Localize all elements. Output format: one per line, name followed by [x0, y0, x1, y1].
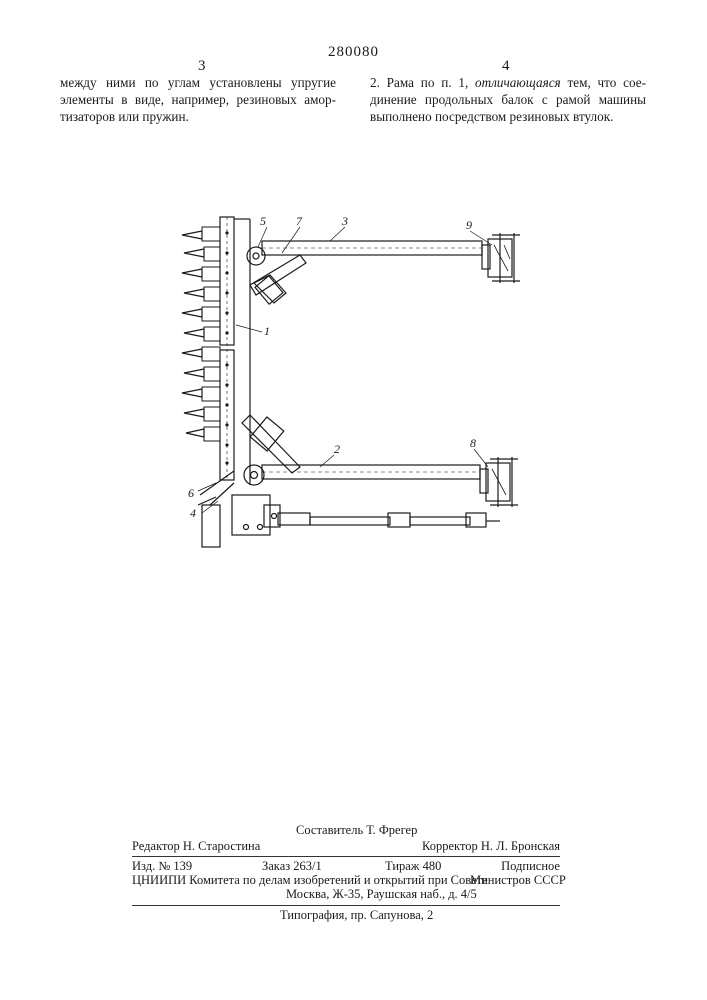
circulation: Тираж 480: [385, 859, 441, 874]
fig-label-1: 1: [264, 324, 270, 338]
fig-label-6: 6: [188, 486, 194, 500]
right-column-text: 2. Рама по п. 1, отличающаяся тем, что с…: [370, 74, 646, 125]
address: Москва, Ж-35, Раушская наб., д. 4/5: [286, 887, 477, 902]
corrector: Корректор Н. Л. Бронская: [400, 839, 560, 854]
lower-joint: [244, 465, 264, 485]
printing-house: Типография, пр. Сапунова, 2: [280, 908, 433, 923]
left-text-line: тизаторов или пружин.: [60, 108, 336, 125]
fig-label-5: 5: [260, 214, 266, 228]
left-text-line: между ними по углам установлены упругие: [60, 74, 336, 91]
drive-assembly: [202, 495, 500, 547]
right-text-line: 2. Рама по п. 1, отличающаяся тем, что с…: [370, 74, 646, 91]
fig-label-4: 4: [190, 506, 196, 520]
right-column-number: 4: [502, 58, 510, 75]
claim-keyword: отличающаяся: [475, 75, 561, 90]
left-column-number: 3: [198, 58, 206, 75]
fig-label-9: 9: [466, 218, 472, 232]
upper-hub: [482, 233, 520, 283]
left-column-text: между ними по углам установлены упругие …: [60, 74, 336, 125]
fig-label-8: 8: [470, 436, 476, 450]
footer-divider: [132, 905, 560, 906]
knife-guards: [202, 227, 220, 441]
right-text-line: выполнено посредством резиновых втулок.: [370, 108, 646, 125]
right-text-line: динение продольных балок с рамой машины: [370, 91, 646, 108]
order: Заказ 263/1: [262, 859, 322, 874]
footer-divider: [132, 856, 560, 857]
fig-label-3: 3: [341, 214, 348, 228]
ministers: Министров СССР: [470, 873, 560, 888]
order-number: Изд. № 139: [132, 859, 192, 874]
editor: Редактор Н. Старостина: [132, 839, 260, 854]
fig-label-7: 7: [296, 214, 303, 228]
publisher: ЦНИИПИ Комитета по делам изобретений и о…: [132, 873, 488, 888]
patent-number: 280080: [0, 44, 707, 61]
composer: Составитель Т. Фрегер: [296, 823, 417, 838]
upper-beam: [262, 241, 482, 255]
fig-label-2: 2: [334, 442, 340, 456]
technical-drawing: 5 7 3 9 1 2 8 6 4: [170, 205, 560, 555]
left-text-line: элементы в виде, например, резиновых амо…: [60, 91, 336, 108]
cutter-teeth: [182, 231, 204, 437]
subscription: Подписное: [490, 859, 560, 874]
